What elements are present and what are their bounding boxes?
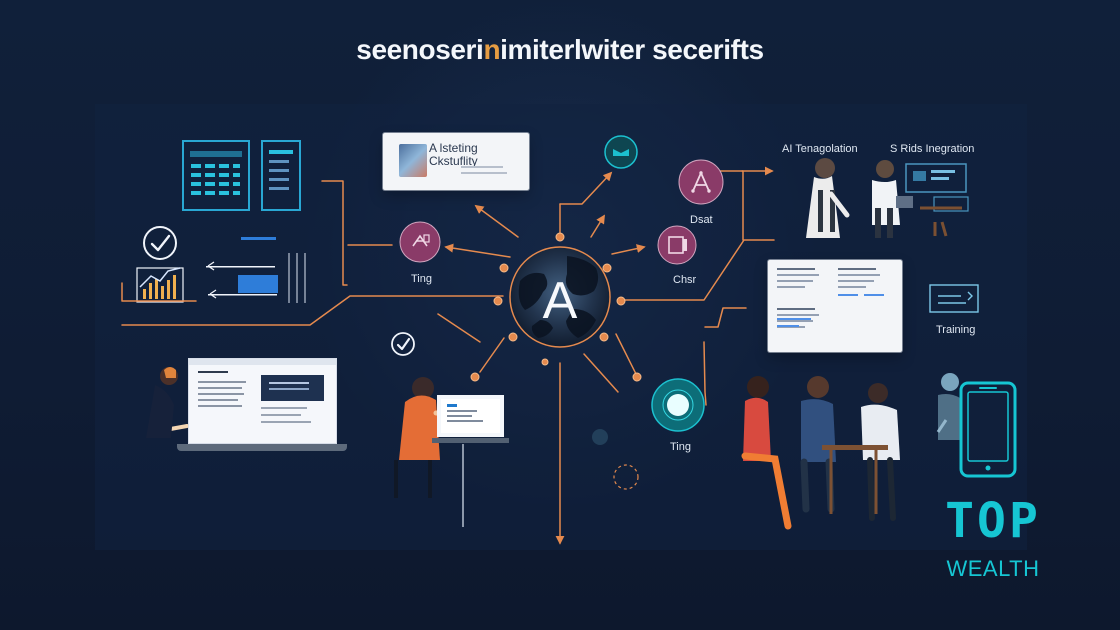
card-right-text-block-1 bbox=[777, 268, 821, 292]
label-training: Training bbox=[936, 324, 976, 336]
phone-icon bbox=[959, 381, 1017, 478]
label-ai-tenagolation: AI Tenagolation bbox=[782, 143, 858, 155]
connector-lines bbox=[121, 166, 775, 545]
brand-wealth-text: WEALTH bbox=[946, 556, 1040, 581]
connection-dots bbox=[470, 232, 642, 382]
card-right-highlight-3 bbox=[777, 318, 811, 320]
card-right-highlight-1 bbox=[838, 294, 858, 296]
laptop-base bbox=[177, 444, 347, 451]
card-left-title-line2: Ckstuflity bbox=[429, 154, 478, 168]
people-group-bottom-right bbox=[741, 373, 962, 530]
people-group-top-right bbox=[806, 158, 969, 238]
ting-node-left bbox=[399, 221, 441, 263]
title-prefix: seenoseri bbox=[356, 34, 484, 65]
center-letter: A bbox=[543, 272, 578, 330]
card-right-highlight-2 bbox=[864, 294, 884, 296]
label-srids-inegration: S Rids Inegration bbox=[890, 143, 975, 155]
card-left-title: A lsteting Ckstuflity bbox=[429, 142, 478, 168]
central-globe-node: A bbox=[509, 246, 611, 348]
card-right bbox=[768, 260, 902, 352]
card-left-text-lines bbox=[461, 166, 507, 178]
laptop-screen bbox=[188, 358, 337, 444]
laptop-dark-panel bbox=[261, 375, 324, 401]
brand-top-text: TOP bbox=[945, 493, 1041, 549]
title-suffix: imiterlwiter secerifts bbox=[500, 34, 764, 65]
dashboard-widget-top-left bbox=[182, 140, 301, 211]
laptop-topbar bbox=[189, 359, 336, 365]
training-panel bbox=[929, 284, 979, 313]
title-accent-letter: n bbox=[483, 34, 501, 65]
card-right-text-block-3 bbox=[838, 268, 886, 302]
check-icon bbox=[391, 332, 415, 356]
decorative-circles bbox=[592, 429, 639, 490]
label-dsat: Dsat bbox=[690, 214, 713, 226]
card-left: A lsteting Ckstuflity bbox=[383, 133, 529, 190]
top-wealth-brand: TOP WEALTH bbox=[913, 496, 1073, 581]
stack-widget bbox=[206, 237, 306, 303]
label-ting-bottom: Ting bbox=[670, 441, 691, 453]
chsr-node bbox=[657, 225, 697, 265]
card-left-image bbox=[399, 144, 427, 177]
ting-node-bottom bbox=[651, 378, 705, 432]
label-ting-left: Ting bbox=[411, 273, 432, 285]
card-right-text-block-2 bbox=[777, 308, 821, 332]
teal-top-node bbox=[604, 135, 638, 169]
label-chsr: Chsr bbox=[673, 274, 697, 286]
card-right-highlight-4 bbox=[777, 325, 799, 327]
card-left-title-line1: A lsteting bbox=[429, 141, 478, 155]
laptop-content-lines bbox=[198, 371, 250, 425]
person-center-worker bbox=[394, 377, 509, 527]
page-title: seenoserinimiterlwiter secerifts bbox=[0, 34, 1120, 66]
laptop-right-lines bbox=[261, 407, 324, 425]
dsat-node bbox=[678, 159, 724, 205]
analytics-widget bbox=[136, 226, 184, 303]
person-left-presenter bbox=[146, 367, 189, 438]
